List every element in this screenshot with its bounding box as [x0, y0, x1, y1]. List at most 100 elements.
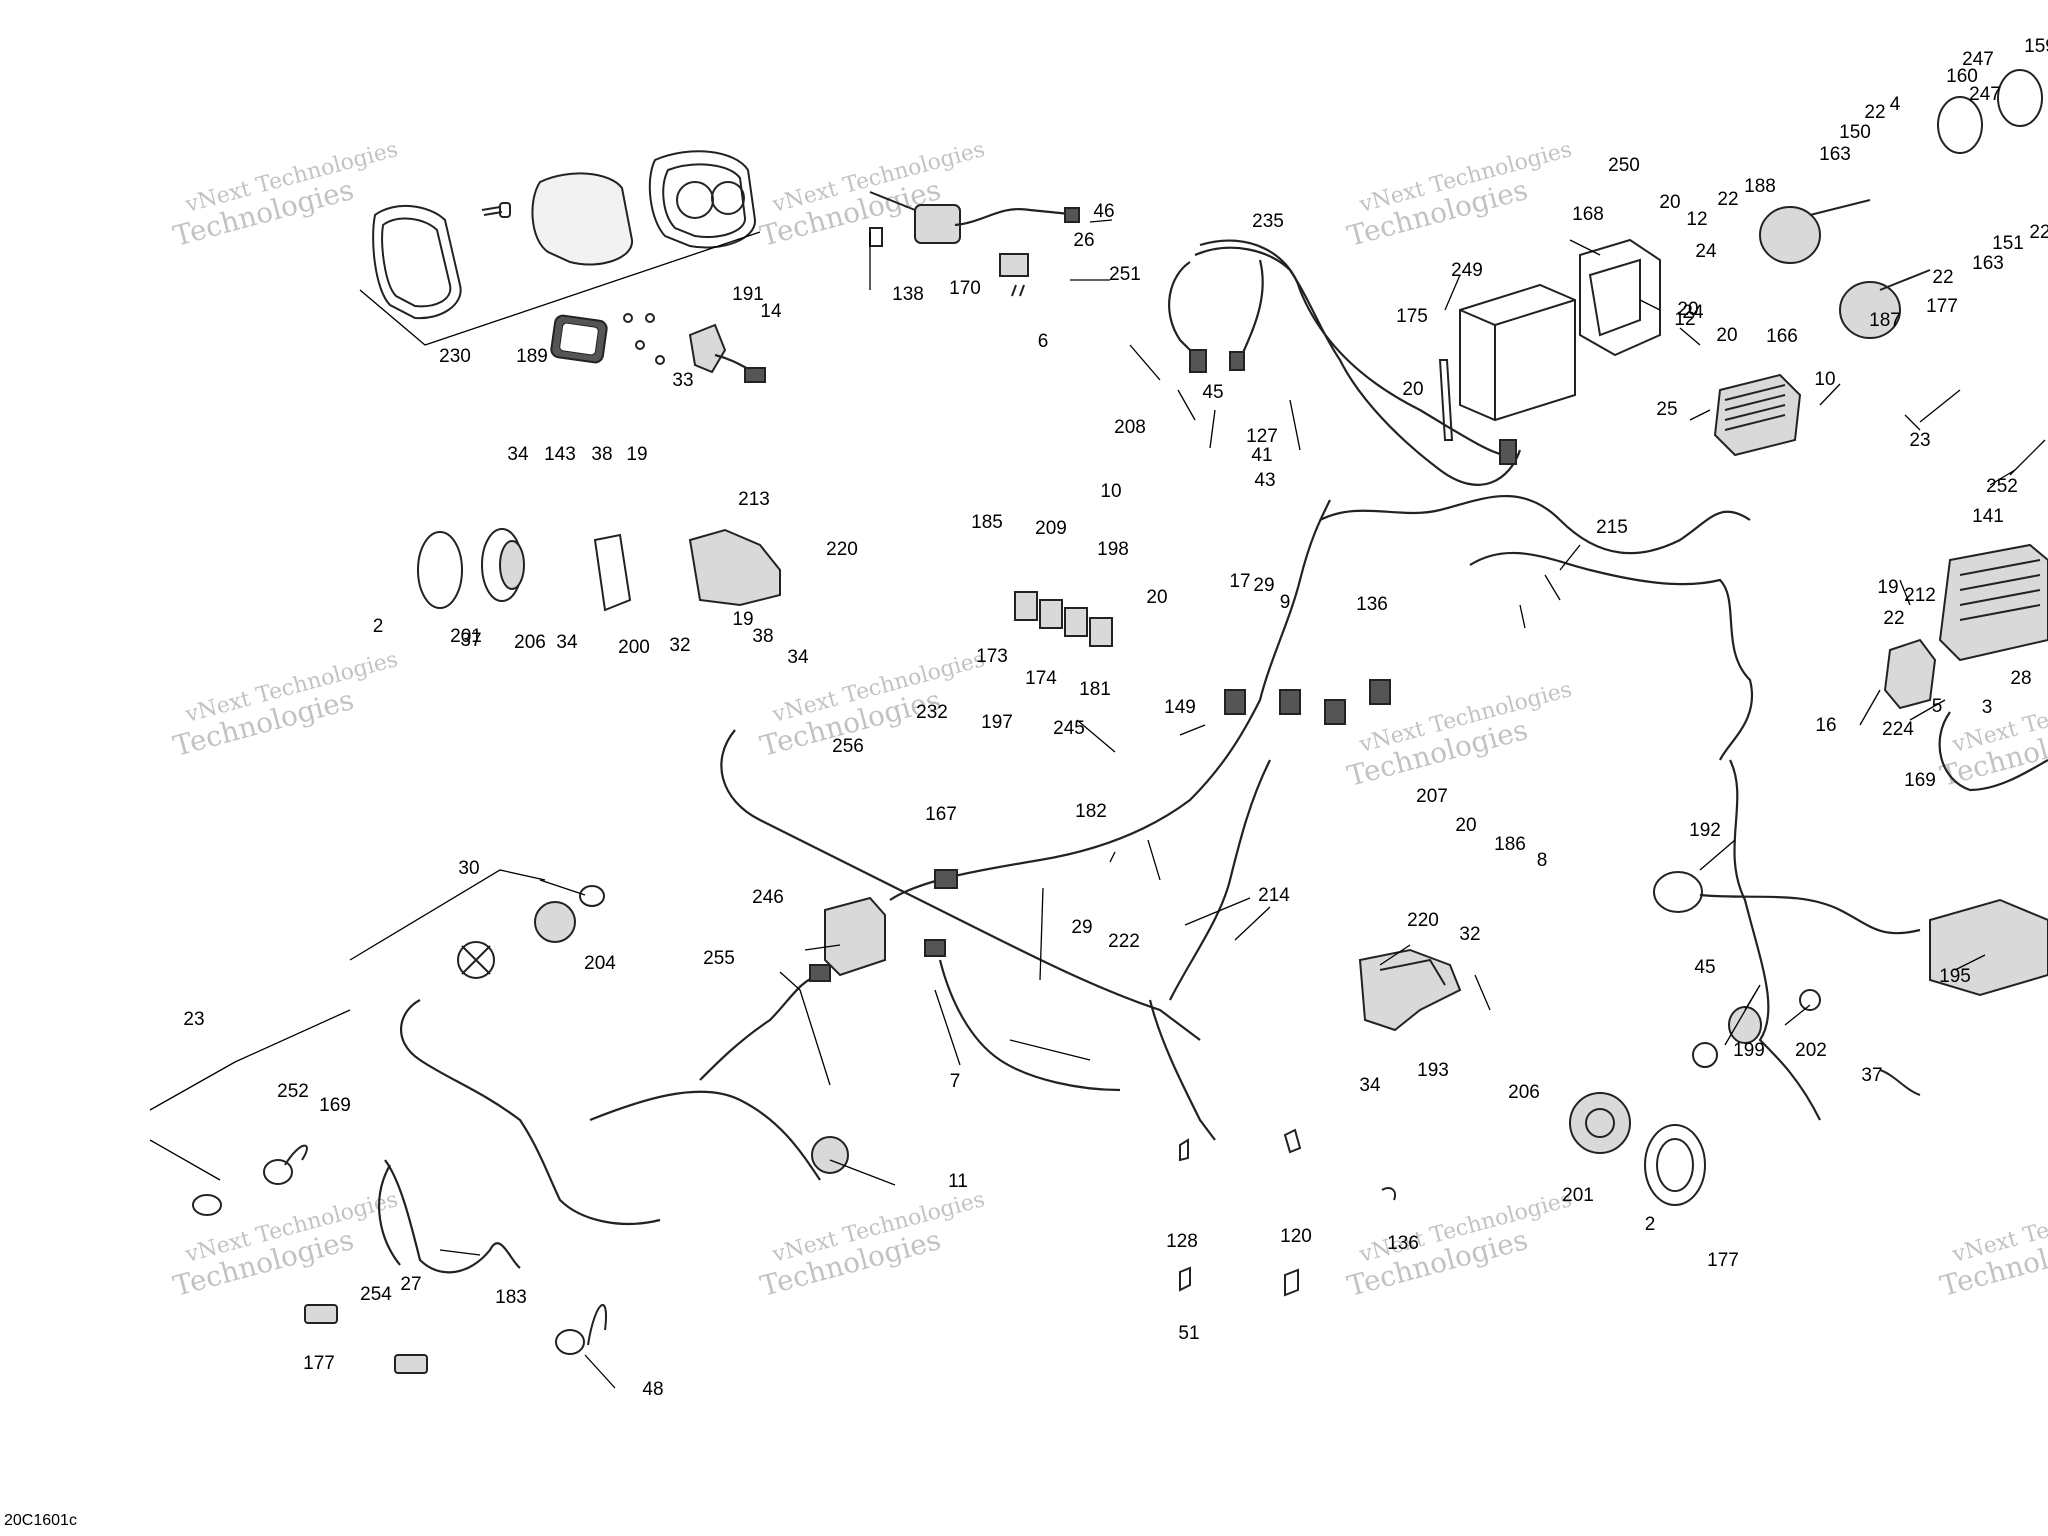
- callout-22: 22: [1717, 189, 1738, 210]
- callout-127: 127: [1246, 426, 1278, 447]
- callout-30: 30: [458, 858, 479, 879]
- callout-43: 43: [1254, 470, 1275, 491]
- part-202: [1879, 1069, 1921, 1096]
- callout-200: 200: [618, 637, 650, 658]
- callout-169: 169: [319, 1095, 351, 1116]
- callout-163: 163: [1972, 253, 2004, 274]
- callout-214: 214: [1258, 885, 1290, 906]
- gauge-cluster: [648, 150, 757, 249]
- callout-9: 9: [1280, 592, 1291, 613]
- callout-160: 160: [1946, 66, 1978, 87]
- clip-parts: [1179, 1128, 1396, 1297]
- callout-2: 2: [373, 616, 384, 637]
- callout-32: 32: [669, 635, 690, 656]
- callout-4: 4: [1890, 94, 1901, 115]
- callout-199: 199: [1733, 1040, 1765, 1061]
- callout-12: 12: [1674, 309, 1695, 330]
- gauge-screw: [481, 202, 511, 218]
- callout-20: 20: [1402, 379, 1423, 400]
- callout-187: 187: [1869, 310, 1901, 331]
- callout-16: 16: [1815, 715, 1836, 736]
- callout-2: 2: [1645, 1214, 1656, 1235]
- callout-22: 22: [2029, 222, 2048, 243]
- callout-189: 189: [516, 346, 548, 367]
- callout-255: 255: [703, 948, 735, 969]
- callout-23: 23: [1909, 430, 1930, 451]
- callout-141: 141: [1972, 506, 2004, 527]
- display-screen: [550, 314, 608, 364]
- callout-28: 28: [2010, 668, 2031, 689]
- callout-192: 192: [1689, 820, 1721, 841]
- callout-138: 138: [892, 284, 924, 305]
- callout-198: 198: [1097, 539, 1129, 560]
- stalk-switch: [869, 191, 1080, 297]
- callout-22: 22: [1883, 608, 1904, 629]
- callout-22: 22: [1932, 267, 1953, 288]
- callout-10: 10: [1100, 481, 1121, 502]
- lamp-169-bottom: [811, 1136, 849, 1174]
- callout-245: 245: [1053, 718, 1085, 739]
- callout-5: 5: [1932, 696, 1943, 717]
- callout-201: 201: [1562, 1185, 1594, 1206]
- callout-150: 150: [1839, 122, 1871, 143]
- callout-149: 149: [1164, 697, 1196, 718]
- callout-212: 212: [1904, 585, 1936, 606]
- callout-26: 26: [1073, 230, 1094, 251]
- callout-191: 191: [732, 284, 764, 305]
- callout-32: 32: [1459, 924, 1480, 945]
- callout-182: 182: [1075, 801, 1107, 822]
- callout-24: 24: [1695, 241, 1717, 262]
- aux-light-193: [1653, 871, 1921, 935]
- callout-151: 151: [1992, 233, 2024, 254]
- callout-220: 220: [826, 539, 858, 560]
- callout-250: 250: [1608, 155, 1640, 176]
- callout-252: 252: [277, 1081, 309, 1102]
- leader-lines: [149, 219, 2046, 1389]
- callout-209: 209: [1035, 518, 1067, 539]
- battery-strap: [1438, 359, 1454, 441]
- callout-48: 48: [642, 1379, 663, 1400]
- callout-20: 20: [1146, 587, 1167, 608]
- callout-202: 202: [1795, 1040, 1827, 1061]
- callout-20: 20: [1659, 192, 1680, 213]
- callout-136: 136: [1356, 594, 1388, 615]
- callout-24: 24: [1682, 302, 1704, 323]
- callout-34: 34: [507, 444, 529, 465]
- callout-230: 230: [439, 346, 471, 367]
- speaker-206: [1569, 1092, 1631, 1154]
- callout-8: 8: [1537, 850, 1548, 871]
- module-192: [1929, 898, 2048, 997]
- callout-3: 3: [1982, 697, 1993, 718]
- callout-188: 188: [1744, 176, 1776, 197]
- callout-33: 33: [672, 370, 693, 391]
- callout-20: 20: [1716, 325, 1737, 346]
- lamp-169-top: [457, 885, 605, 979]
- callout-20: 20: [1455, 815, 1476, 836]
- speaker-201: [1644, 1124, 1706, 1206]
- callout-29: 29: [1071, 917, 1092, 938]
- callout-37: 37: [460, 630, 481, 651]
- callout-183: 183: [495, 1287, 527, 1308]
- switch-195: [1692, 989, 1821, 1068]
- display-mount: [623, 313, 766, 383]
- callout-12: 12: [1686, 209, 1707, 230]
- battery-holder: [1579, 238, 1661, 357]
- callout-247: 247: [1962, 49, 1994, 70]
- callout-177: 177: [1926, 296, 1958, 317]
- callout-220: 220: [1407, 910, 1439, 931]
- callout-195: 195: [1939, 966, 1971, 987]
- gauge-cover: [531, 172, 634, 266]
- callout-173: 173: [976, 646, 1008, 667]
- callout-252: 252: [1986, 476, 2018, 497]
- callout-181: 181: [1079, 679, 1111, 700]
- callout-46: 46: [1093, 201, 1114, 222]
- callout-167: 167: [925, 804, 957, 825]
- callout-23: 23: [183, 1009, 204, 1030]
- callout-34: 34: [787, 647, 809, 668]
- callout-247: 247: [1969, 84, 2001, 105]
- callout-19: 19: [732, 609, 753, 630]
